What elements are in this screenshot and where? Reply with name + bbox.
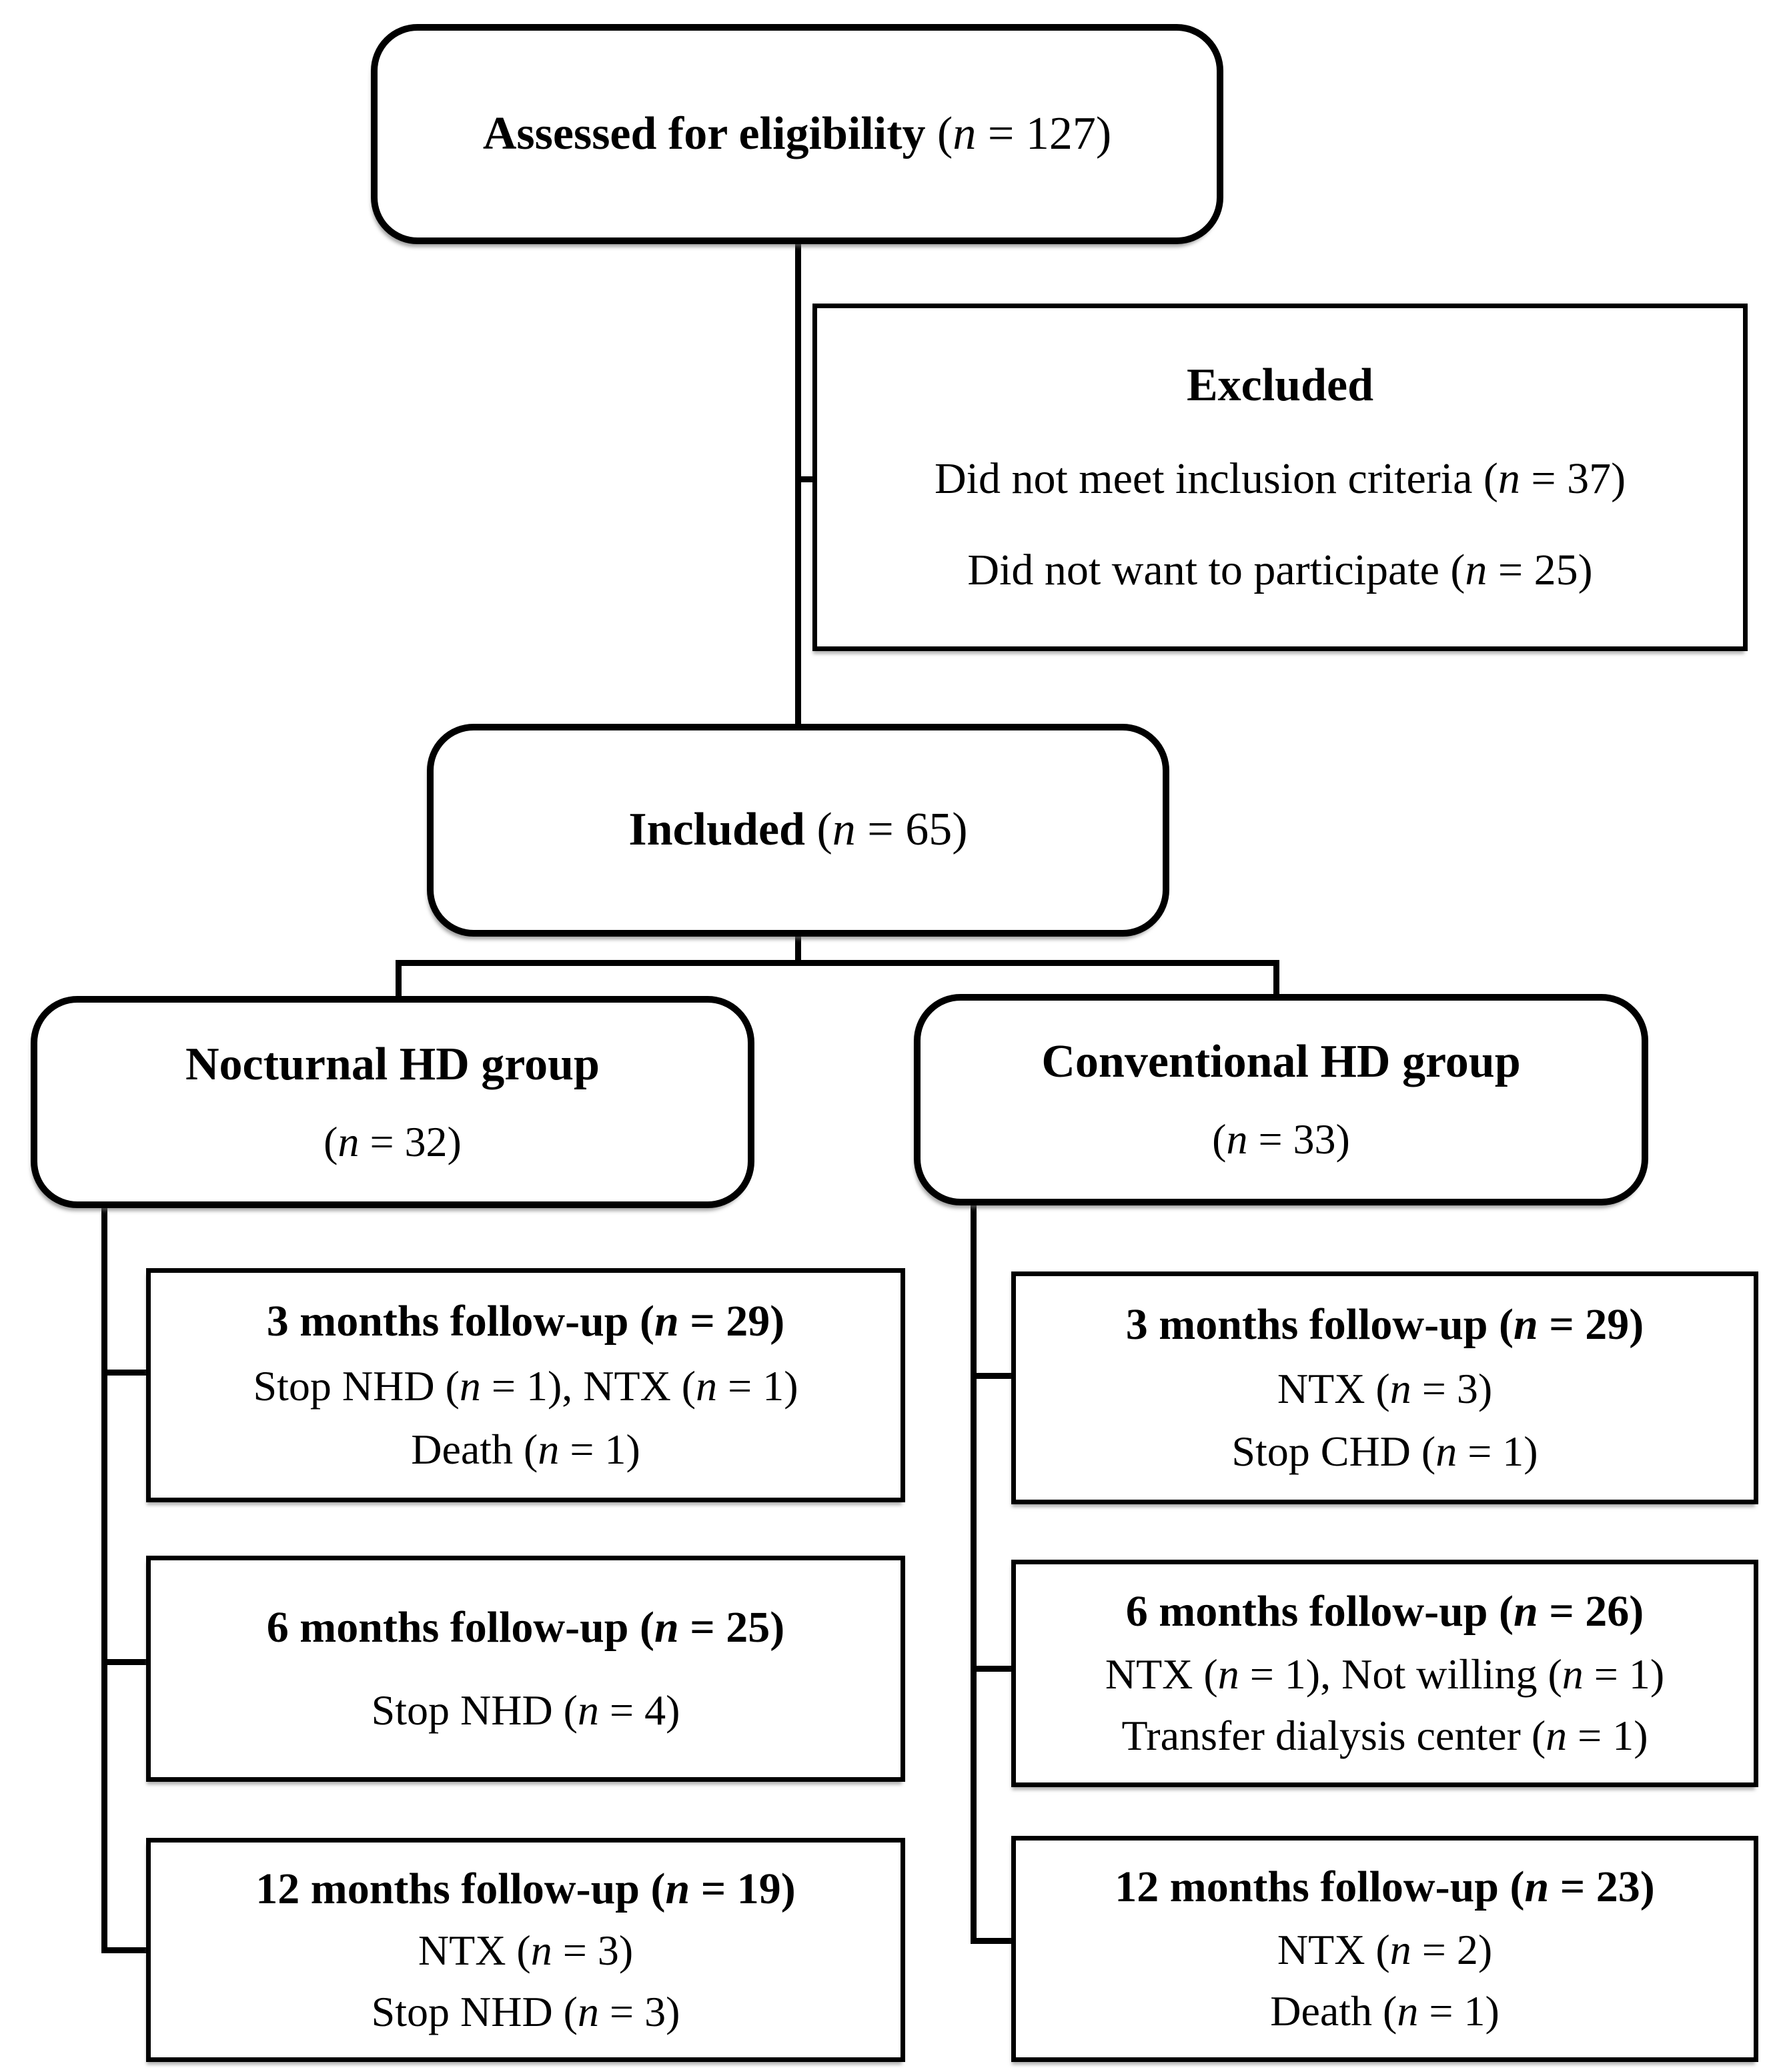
nocturnal-3months-box: 3 months follow-up (n = 29) Stop NHD (n …: [146, 1268, 905, 1502]
connector-branch-horizontal: [396, 960, 1279, 966]
conventional-6months-box: 6 months follow-up (n = 26) NTX (n = 1),…: [1011, 1560, 1758, 1787]
conventional-6months-title: 6 months follow-up (n = 26): [1125, 1586, 1644, 1636]
conventional-6months-line: NTX (n = 1), Not willing (n = 1): [1105, 1650, 1665, 1698]
conventional-12months-title: 12 months follow-up (n = 23): [1115, 1863, 1655, 1912]
included-count: (n = 65): [804, 804, 968, 856]
connector-right-bracket: [971, 1202, 977, 1944]
included-text: Included (n = 65): [628, 803, 967, 857]
nocturnal-group-box: Nocturnal HD group (n = 32): [31, 996, 754, 1208]
conventional-3months-line: NTX (n = 3): [1277, 1364, 1493, 1412]
excluded-title: Excluded: [1186, 359, 1374, 411]
nocturnal-group-count: (n = 32): [324, 1117, 462, 1165]
nocturnal-12months-box: 12 months follow-up (n = 19) NTX (n = 3)…: [146, 1838, 905, 2062]
nocturnal-12months-title: 12 months follow-up (n = 19): [255, 1864, 796, 1913]
conventional-3months-box: 3 months follow-up (n = 29) NTX (n = 3) …: [1011, 1271, 1758, 1504]
conventional-12months-box: 12 months follow-up (n = 23) NTX (n = 2)…: [1011, 1836, 1758, 2062]
conventional-3months-title: 3 months follow-up (n = 29): [1125, 1300, 1644, 1349]
nocturnal-3months-title: 3 months follow-up (n = 29): [266, 1297, 785, 1346]
nocturnal-6months-line: Stop NHD (n = 4): [371, 1686, 680, 1734]
excluded-reason-line: Did not meet inclusion criteria (n = 37): [934, 454, 1626, 503]
conventional-group-label: Conventional HD group: [1041, 1036, 1521, 1088]
connector-right-stub-3months: [971, 1373, 1015, 1379]
nocturnal-12months-line: Stop NHD (n = 3): [371, 1987, 680, 2035]
nocturnal-12months-line: NTX (n = 3): [418, 1927, 634, 1975]
included-box: Included (n = 65): [427, 724, 1169, 937]
excluded-box: Excluded Did not meet inclusion criteria…: [812, 304, 1748, 651]
connector-main-vertical-bottom: [795, 933, 801, 966]
assessed-eligibility-text: Assessed for eligibility (n = 127): [483, 107, 1111, 161]
connector-main-vertical-top: [795, 240, 801, 734]
connector-right-stub-12months: [971, 1938, 1015, 1944]
excluded-reason-line: Did not want to participate (n = 25): [967, 546, 1593, 595]
connector-left-bracket: [101, 1205, 107, 1953]
nocturnal-group-label: Nocturnal HD group: [185, 1038, 600, 1090]
conventional-3months-line: Stop CHD (n = 1): [1231, 1428, 1538, 1476]
nocturnal-3months-line: Death (n = 1): [411, 1425, 640, 1473]
conventional-12months-line: NTX (n = 2): [1277, 1925, 1493, 1973]
conventional-12months-line: Death (n = 1): [1270, 1987, 1500, 2035]
conventional-group-box: Conventional HD group (n = 33): [914, 994, 1648, 1205]
connector-left-group-drop: [396, 960, 402, 999]
connector-left-stub-3months: [101, 1370, 149, 1376]
assessed-eligibility-box: Assessed for eligibility (n = 127): [371, 24, 1223, 244]
connector-right-group-drop: [1273, 960, 1279, 999]
assessed-eligibility-count: (n = 127): [925, 107, 1112, 159]
connector-right-stub-6months: [971, 1666, 1015, 1672]
nocturnal-6months-title: 6 months follow-up (n = 25): [266, 1603, 785, 1652]
nocturnal-3months-line: Stop NHD (n = 1), NTX (n = 1): [253, 1362, 798, 1410]
nocturnal-6months-box: 6 months follow-up (n = 25) Stop NHD (n …: [146, 1556, 905, 1782]
conventional-group-count: (n = 33): [1212, 1115, 1350, 1163]
conventional-6months-line: Transfer dialysis center (n = 1): [1121, 1712, 1648, 1760]
connector-left-stub-12months: [101, 1947, 149, 1953]
connector-left-stub-6months: [101, 1659, 149, 1665]
assessed-eligibility-label: Assessed for eligibility: [482, 107, 926, 159]
included-label: Included: [628, 804, 805, 856]
connector-excluded-stub: [795, 476, 819, 482]
